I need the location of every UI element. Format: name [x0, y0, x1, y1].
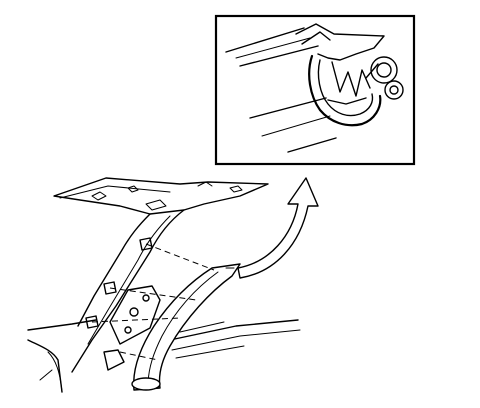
inset-edge-lower-inner — [261, 115, 331, 137]
pillar-edge-inner — [77, 213, 151, 327]
inset-clip-base — [327, 97, 367, 105]
roof-panel-crease — [59, 185, 171, 199]
sill-line-mid — [171, 329, 301, 351]
body-pillar — [27, 209, 301, 393]
pillar-bracket — [109, 285, 161, 345]
inset-channel-inner — [317, 59, 374, 117]
pillar-edge-outer — [71, 209, 185, 373]
inset-clip-teeth — [331, 61, 371, 97]
clip-marker-1 — [139, 237, 153, 251]
roof-slot-1 — [91, 191, 107, 201]
alignment-lines — [85, 237, 215, 361]
retaining-clip — [365, 56, 404, 100]
roof-panel — [53, 177, 269, 215]
alignment-line-1 — [145, 243, 215, 271]
detail-inset — [214, 14, 416, 166]
alignment-line-2 — [109, 287, 197, 301]
dash-detail — [39, 369, 53, 381]
inset-flange-lip — [301, 31, 331, 45]
pillar-lower-bracket — [103, 349, 125, 371]
inset-channel-outer — [308, 54, 382, 127]
sill-line-low — [175, 345, 245, 359]
trim-panel-foot — [131, 377, 161, 391]
pillar-bolt-3 — [142, 294, 150, 302]
roof-bracket — [145, 199, 167, 211]
inset-edge-bottom — [287, 137, 337, 153]
roof-slot-3 — [229, 185, 243, 193]
callout-arrow — [237, 177, 319, 279]
roof-panel-outline — [53, 177, 269, 215]
clip-marker-2 — [103, 281, 117, 295]
pillar-edge-mid — [87, 215, 171, 345]
inset-edge-upper — [239, 45, 319, 67]
clip-head-lower-inner — [389, 85, 399, 95]
clip-head-inner — [376, 62, 392, 78]
sill-line-high — [179, 321, 225, 333]
roof-slot-2 — [127, 185, 139, 193]
inset-flange-top — [295, 23, 385, 61]
dash-front-inner — [47, 351, 63, 393]
detail-inset-frame — [214, 14, 416, 166]
pillar-bolt-1 — [129, 307, 139, 317]
pillar-trim-panel — [131, 263, 241, 391]
pillar-bolt-2 — [124, 326, 132, 334]
alignment-line-4 — [119, 351, 159, 361]
dash-top-line — [27, 319, 97, 331]
trim-panel-ridge — [147, 271, 219, 387]
inset-edge-top — [225, 27, 305, 53]
dash-front-curve — [27, 339, 63, 393]
inset-edge-lower — [249, 97, 327, 119]
inset-edge-upper-inner — [235, 37, 311, 59]
alignment-line-3 — [91, 317, 181, 323]
roof-tab — [197, 181, 213, 187]
sill-line-top — [169, 319, 299, 341]
trim-panel-body — [132, 263, 241, 391]
clip-stem — [365, 63, 379, 79]
clip-marker-3 — [85, 315, 99, 329]
curved-arrow-icon — [237, 177, 319, 279]
